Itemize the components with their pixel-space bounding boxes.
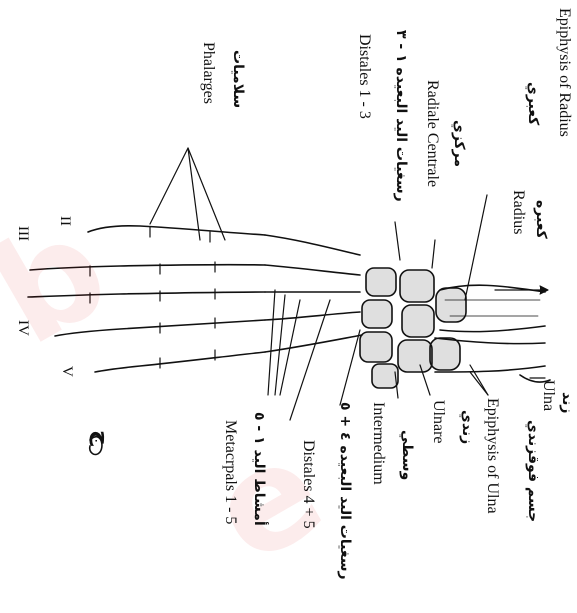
label-ulna-ar: زند	[560, 392, 574, 413]
label-radius-ar: كعبره	[534, 200, 548, 239]
label-digit-v: V	[59, 366, 74, 377]
label-ulna: Ulna	[540, 380, 556, 411]
label-epiphysis-of-radius: Epiphysis of Radius	[556, 8, 572, 137]
label-distales-4-5-ar: رسغيات اليد البعيده ٤ + ٥	[338, 402, 352, 580]
label-phalanges: Phalarges	[200, 42, 216, 104]
label-intermedium: Intermedium	[370, 402, 386, 485]
label-centrale-ar: مركزي	[452, 120, 466, 167]
label-radius: Radius	[510, 190, 526, 234]
label-digit-ii: II	[57, 216, 72, 226]
figure-letter: ج	[90, 430, 112, 446]
label-radius-ar-2: كعبري	[526, 82, 540, 125]
label-distales-1-3: Distales 1 - 3	[356, 34, 372, 119]
label-phalanges-ar: سلاميات	[231, 50, 245, 108]
carpal-bones	[360, 268, 466, 388]
label-distales-4-5: Distales 4 + 5	[300, 440, 316, 529]
label-metacarpals-ar: أمشاط اليد ١ - ٥	[252, 412, 266, 526]
metacarpal-bones	[265, 235, 362, 352]
label-epiphysis-of-ulna: Epiphysis of Ulna	[484, 398, 500, 514]
label-epiphysis-of-ulna-ar: جسم فوقزندي	[526, 420, 540, 522]
leader-lines	[150, 148, 548, 420]
label-digit-iii: III	[15, 226, 30, 241]
label-metacarpals: Metacrpals 1 - 5	[222, 420, 238, 524]
label-ulnare-ar: زندي	[460, 410, 474, 444]
label-radiale-centrale: Radiale Centrale	[424, 80, 440, 187]
label-intermedium-ar: وسطي	[400, 430, 414, 480]
label-ulnare: Ulnare	[430, 400, 446, 444]
label-distales-1-3-ar: رسغيات اليد البعيده ١ - ٣	[394, 30, 408, 202]
label-digit-iv: IV	[15, 320, 30, 336]
